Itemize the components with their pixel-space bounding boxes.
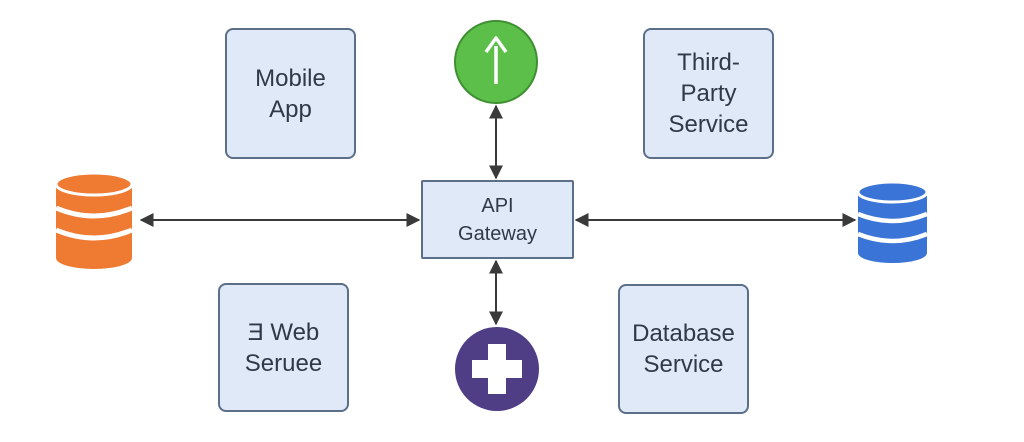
- web-service-label: Ǝ Web Seruee: [244, 318, 323, 377]
- third-party-service-box: Third- Party Service: [643, 28, 774, 159]
- mobile-app-label: Mobile App: [255, 64, 326, 123]
- third-party-service-label: Third- Party Service: [668, 49, 749, 138]
- database-icon-left: [54, 171, 134, 269]
- database-icon-right: [856, 180, 929, 263]
- api-gateway-label: API Gateway: [458, 194, 537, 245]
- up-arrow-icon: [454, 20, 538, 104]
- plus-icon: [455, 327, 539, 411]
- web-service-box: Ǝ Web Seruee: [218, 283, 349, 412]
- database-service-label: Database Service: [632, 320, 735, 378]
- mobile-app-box: Mobile App: [225, 28, 356, 159]
- api-gateway-box: API Gateway: [421, 180, 574, 259]
- database-service-box: Database Service: [618, 284, 749, 414]
